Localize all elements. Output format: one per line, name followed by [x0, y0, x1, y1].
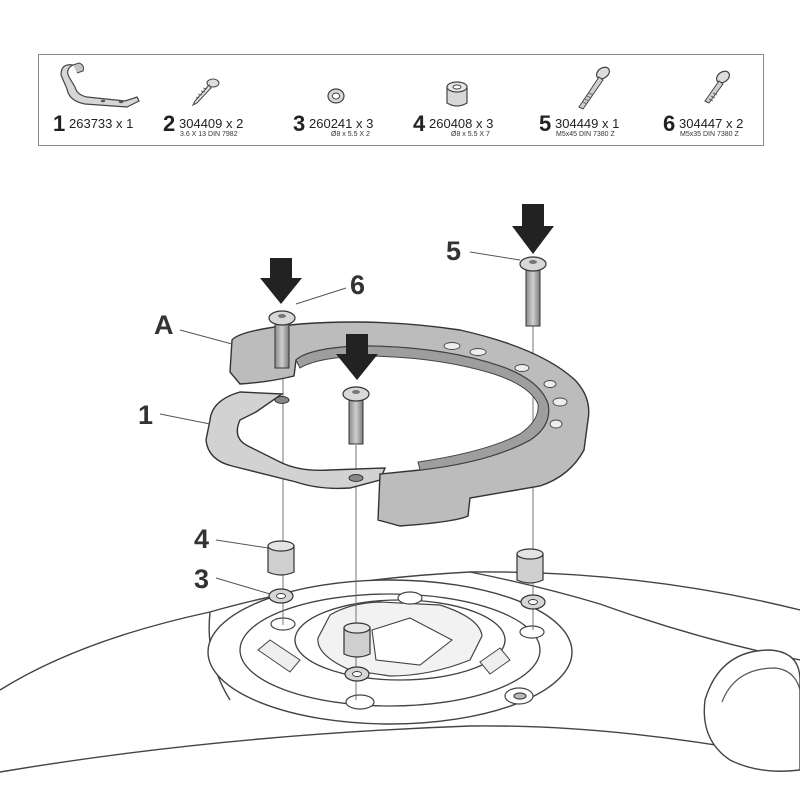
spacer-centre	[343, 622, 371, 658]
part-code: 260241 x 3	[309, 116, 374, 131]
long-bolt-icon	[578, 66, 611, 110]
part-number: 6	[663, 111, 676, 136]
part-number: 3	[293, 111, 306, 136]
spacer-right	[516, 548, 544, 584]
self-tapping-screw-icon	[191, 78, 220, 107]
part-code: 304447 x 2	[679, 116, 744, 131]
callout-6: 6	[350, 270, 366, 300]
part-2: 2 304409 x 2 3.6 X 13 DIN 7982	[161, 55, 281, 145]
parts-legend: 1 263733 x 1 2 304409 x 2 3.6 X 13 DIN 7…	[38, 54, 764, 146]
part-spec: 3.6 X 13 DIN 7982	[180, 131, 238, 138]
callout-5: 5	[446, 236, 462, 266]
part-code: 263733 x 1	[69, 116, 134, 131]
bolt-centre	[342, 386, 370, 445]
part-1: 1 263733 x 1	[47, 55, 167, 145]
spacer-left	[267, 540, 295, 576]
spacer-icon	[446, 81, 468, 107]
part-code: 260408 x 3	[429, 116, 494, 131]
arrow-centre	[336, 334, 378, 380]
tank-side-recess	[703, 649, 800, 772]
bracket-plate-icon	[60, 62, 140, 108]
part-spec: Ø8 x 5.5 X 7	[451, 131, 490, 138]
arrow-right	[512, 204, 554, 254]
callout-A: A	[154, 310, 174, 340]
part-6: 6 304447 x 2 M5x35 DIN 7380 Z	[661, 55, 765, 145]
leader-lines	[159, 251, 521, 595]
bolt-right	[519, 256, 547, 327]
part-4: 4 260408 x 3 Ø8 x 5.5 X 7	[411, 55, 531, 145]
part-number: 1	[53, 111, 66, 136]
part-code: 304409 x 2	[179, 116, 244, 131]
callout-1: 1	[138, 400, 154, 430]
part-number: 5	[539, 111, 552, 136]
part-3: 3 260241 x 3 Ø8 x 5.5 X 2	[291, 55, 411, 145]
part-spec: M5x45 DIN 7380 Z	[556, 131, 615, 138]
arrow-left	[260, 258, 302, 304]
part-5: 5 304449 x 1 M5x45 DIN 7380 Z	[537, 55, 657, 145]
part-number: 4	[413, 111, 426, 136]
assembly-diagram	[0, 204, 800, 773]
bolt-left	[268, 310, 296, 369]
callout-3: 3	[194, 564, 210, 594]
part-spec: M5x35 DIN 7380 Z	[680, 131, 739, 138]
part-number: 2	[163, 111, 176, 136]
part-code: 304449 x 1	[555, 116, 620, 131]
part-spec: Ø8 x 5.5 X 2	[331, 131, 370, 138]
washer-holes	[276, 593, 538, 677]
down-arrows	[260, 204, 554, 380]
bracket-plate	[205, 391, 387, 490]
callout-4: 4	[194, 524, 210, 554]
washer-icon	[327, 88, 345, 104]
short-bolt-icon	[704, 70, 731, 104]
tank-mounting-holes	[270, 591, 545, 710]
